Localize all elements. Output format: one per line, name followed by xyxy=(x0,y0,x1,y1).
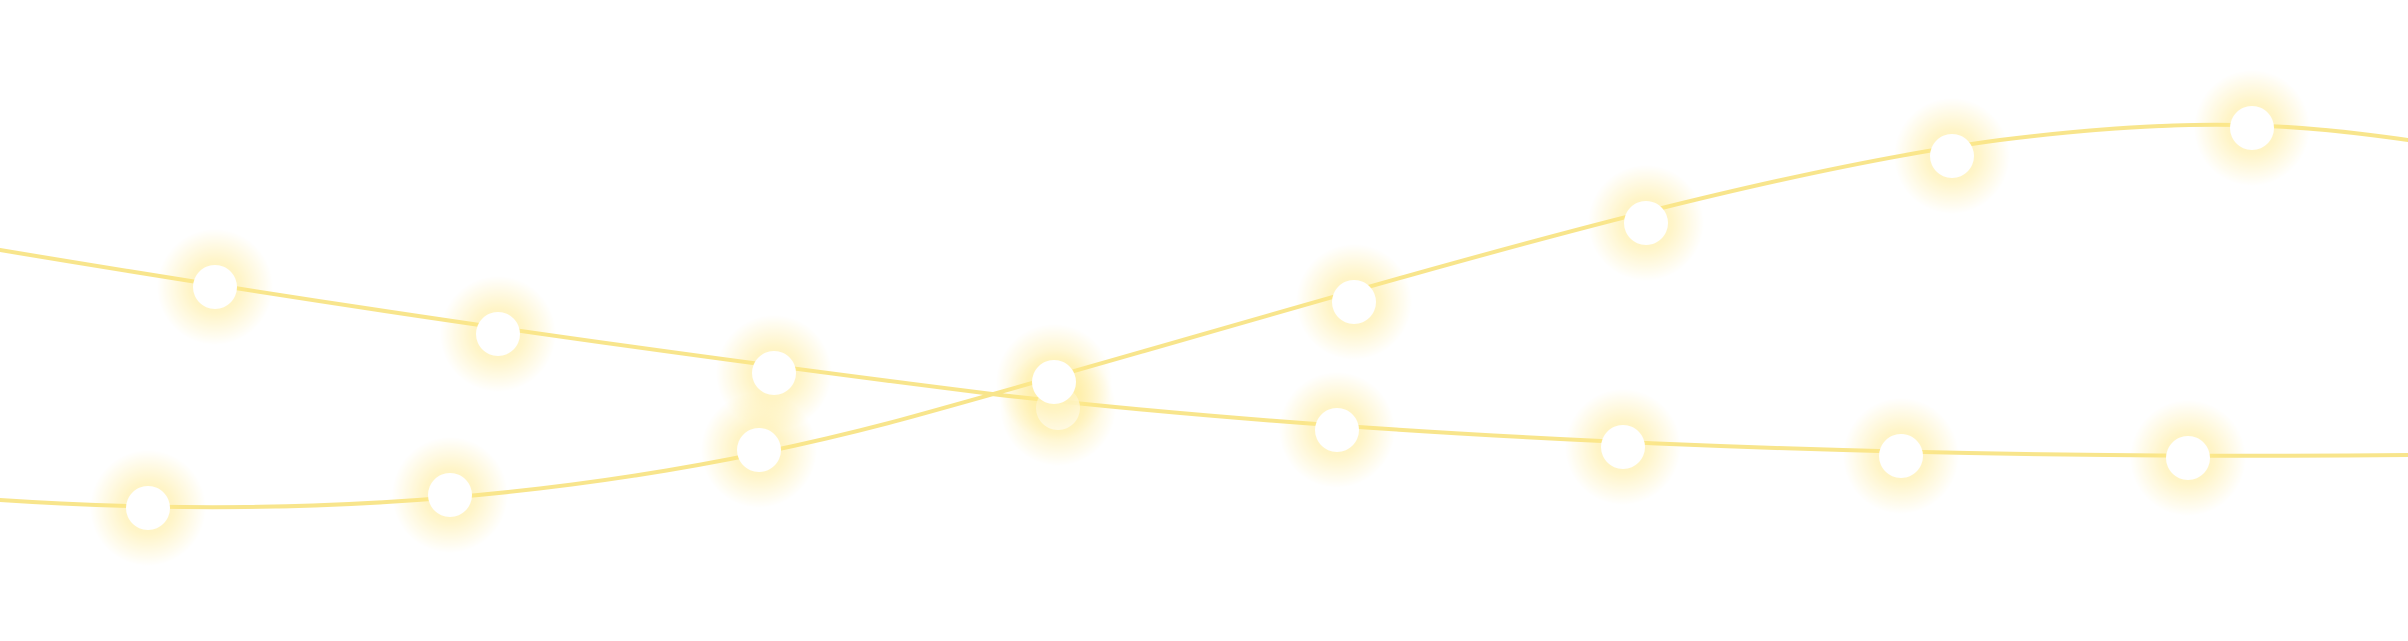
light-bulb-icon xyxy=(392,437,508,553)
light-bulb-icon xyxy=(1279,372,1395,488)
light-bulb-icon xyxy=(1588,165,1704,281)
light-bulb-icon xyxy=(2130,400,2246,516)
lower-strand-bulbs xyxy=(90,70,2310,566)
upper-strand-wire xyxy=(0,248,2408,458)
light-bulb-icon xyxy=(1296,244,1412,360)
light-bulb-icon xyxy=(996,324,1112,440)
lower-strand-wire xyxy=(0,122,2408,510)
light-bulb-icon xyxy=(90,450,206,566)
light-bulb-icon xyxy=(701,392,817,508)
light-bulb-icon xyxy=(2194,70,2310,186)
light-bulb-icon xyxy=(157,229,273,345)
light-bulb-icon xyxy=(1565,389,1681,505)
light-bulb-icon xyxy=(1894,98,2010,214)
light-bulb-icon xyxy=(440,276,556,392)
light-bulb-icon xyxy=(1843,398,1959,514)
